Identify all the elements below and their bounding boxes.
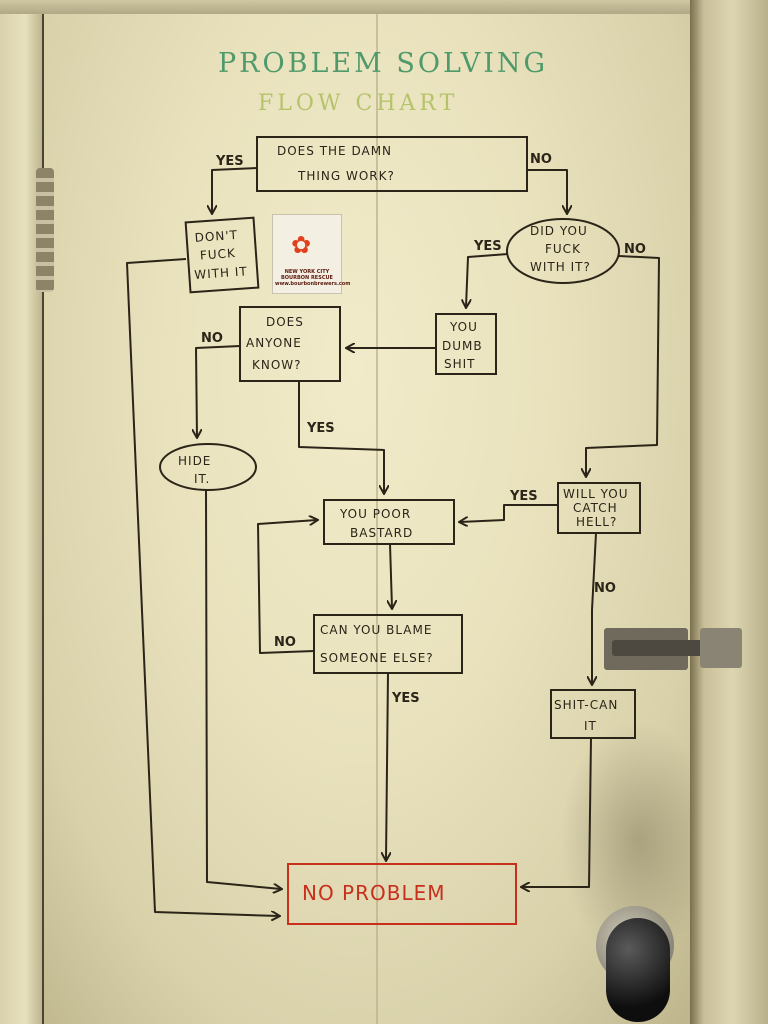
hide-text-1: HIDE (178, 454, 211, 468)
node-start (256, 136, 528, 192)
node-anyone-know (239, 306, 341, 382)
edge-hell-yes (460, 504, 558, 522)
label-blame-yes: YES (391, 691, 420, 706)
shit-can-text-2: IT (584, 719, 597, 733)
sticker-line-1: NEW YORK CITY (284, 269, 330, 275)
node-poor (323, 499, 455, 545)
wall-left (0, 0, 42, 1024)
poor-text-2: BASTARD (350, 526, 413, 540)
sticker-line-2: BOURBON RESCUE (281, 275, 333, 281)
node-catch-hell (557, 482, 641, 534)
dumb-text-3: SHIT (444, 357, 476, 371)
dumb-text-2: DUMB (442, 339, 483, 353)
dumb-text-1: YOU (449, 320, 478, 334)
door-knob-icon[interactable] (606, 918, 670, 1022)
label-know-no: NO (201, 331, 223, 346)
hide-text-2: IT. (194, 472, 210, 486)
edge-start-yes (212, 167, 258, 213)
anyone-know-text-3: KNOW? (252, 358, 302, 372)
edge-hide-to-end (205, 489, 281, 889)
edge-blame-yes (386, 672, 388, 860)
node-dont-touch (184, 216, 260, 294)
edge-did-yes (466, 253, 509, 307)
label-did-no: NO (624, 242, 646, 257)
edge-did-no (586, 255, 660, 476)
start-text-2: THING WORK? (297, 169, 395, 183)
node-dumb (435, 313, 497, 375)
shit-can-text-1: SHIT-CAN (554, 698, 618, 712)
sticker-line-3: www.bourbonbrewers.com (275, 281, 351, 287)
latch-keeper (700, 628, 742, 668)
start-text-1: DOES THE DAMN (277, 144, 392, 158)
poor-text-1: YOU POOR (339, 507, 411, 521)
blame-text-1: CAN YOU BLAME (320, 623, 432, 637)
sticker-text: NEW YORK CITY BOURBON RESCUE www.bourbon… (275, 269, 351, 287)
anyone-know-text-2: ANYONE (246, 336, 302, 350)
catch-hell-text-1: WILL YOU (563, 487, 629, 501)
door-frame-top (0, 0, 768, 14)
node-hide (159, 443, 257, 491)
node-end (287, 863, 517, 925)
label-start-yes: YES (215, 154, 244, 169)
edge-know-no (196, 345, 241, 437)
label-blame-no: NO (274, 635, 296, 650)
chart-title-line-1: PROBLEM SOLVING (218, 48, 548, 79)
door-seam (376, 14, 378, 1024)
door-frame-right (690, 0, 768, 1024)
edge-dont-to-end (126, 258, 279, 916)
node-did-you (506, 218, 620, 284)
chart-title-line-2: FLOW CHART (258, 91, 458, 116)
blame-text-2: SOMEONE ELSE? (320, 651, 434, 665)
label-did-yes: YES (473, 239, 502, 254)
dont-touch-text-2: FUCK (199, 246, 236, 262)
label-hell-no: NO (594, 581, 616, 596)
did-you-text-1: DID YOU (530, 224, 588, 238)
catch-hell-text-3: HELL? (576, 515, 617, 529)
edge-hell-no (592, 532, 596, 684)
hinge-icon (36, 168, 54, 292)
edge-shitcan-to-end (522, 737, 592, 887)
node-shit-can (550, 689, 636, 739)
label-start-no: NO (530, 152, 552, 167)
dont-touch-text-3: WITH IT (194, 264, 248, 282)
edge-blame-no (257, 520, 317, 654)
end-text: NO PROBLEM (302, 881, 446, 905)
flower-icon: ✿ (291, 231, 312, 259)
label-hell-yes: YES (509, 489, 538, 504)
bourbon-sticker: ✿ NEW YORK CITY BOURBON RESCUE www.bourb… (272, 214, 351, 294)
catch-hell-text-2: CATCH (573, 501, 618, 515)
did-you-text-3: WITH IT? (530, 260, 591, 274)
label-know-yes: YES (306, 421, 335, 436)
edge-start-no (527, 169, 567, 213)
did-you-text-2: FUCK (545, 242, 581, 256)
anyone-know-text-1: DOES (266, 315, 304, 329)
edge-know-yes (298, 381, 384, 493)
edge-poor-to-blame (390, 543, 392, 608)
dont-touch-text-1: DON'T (194, 228, 238, 245)
